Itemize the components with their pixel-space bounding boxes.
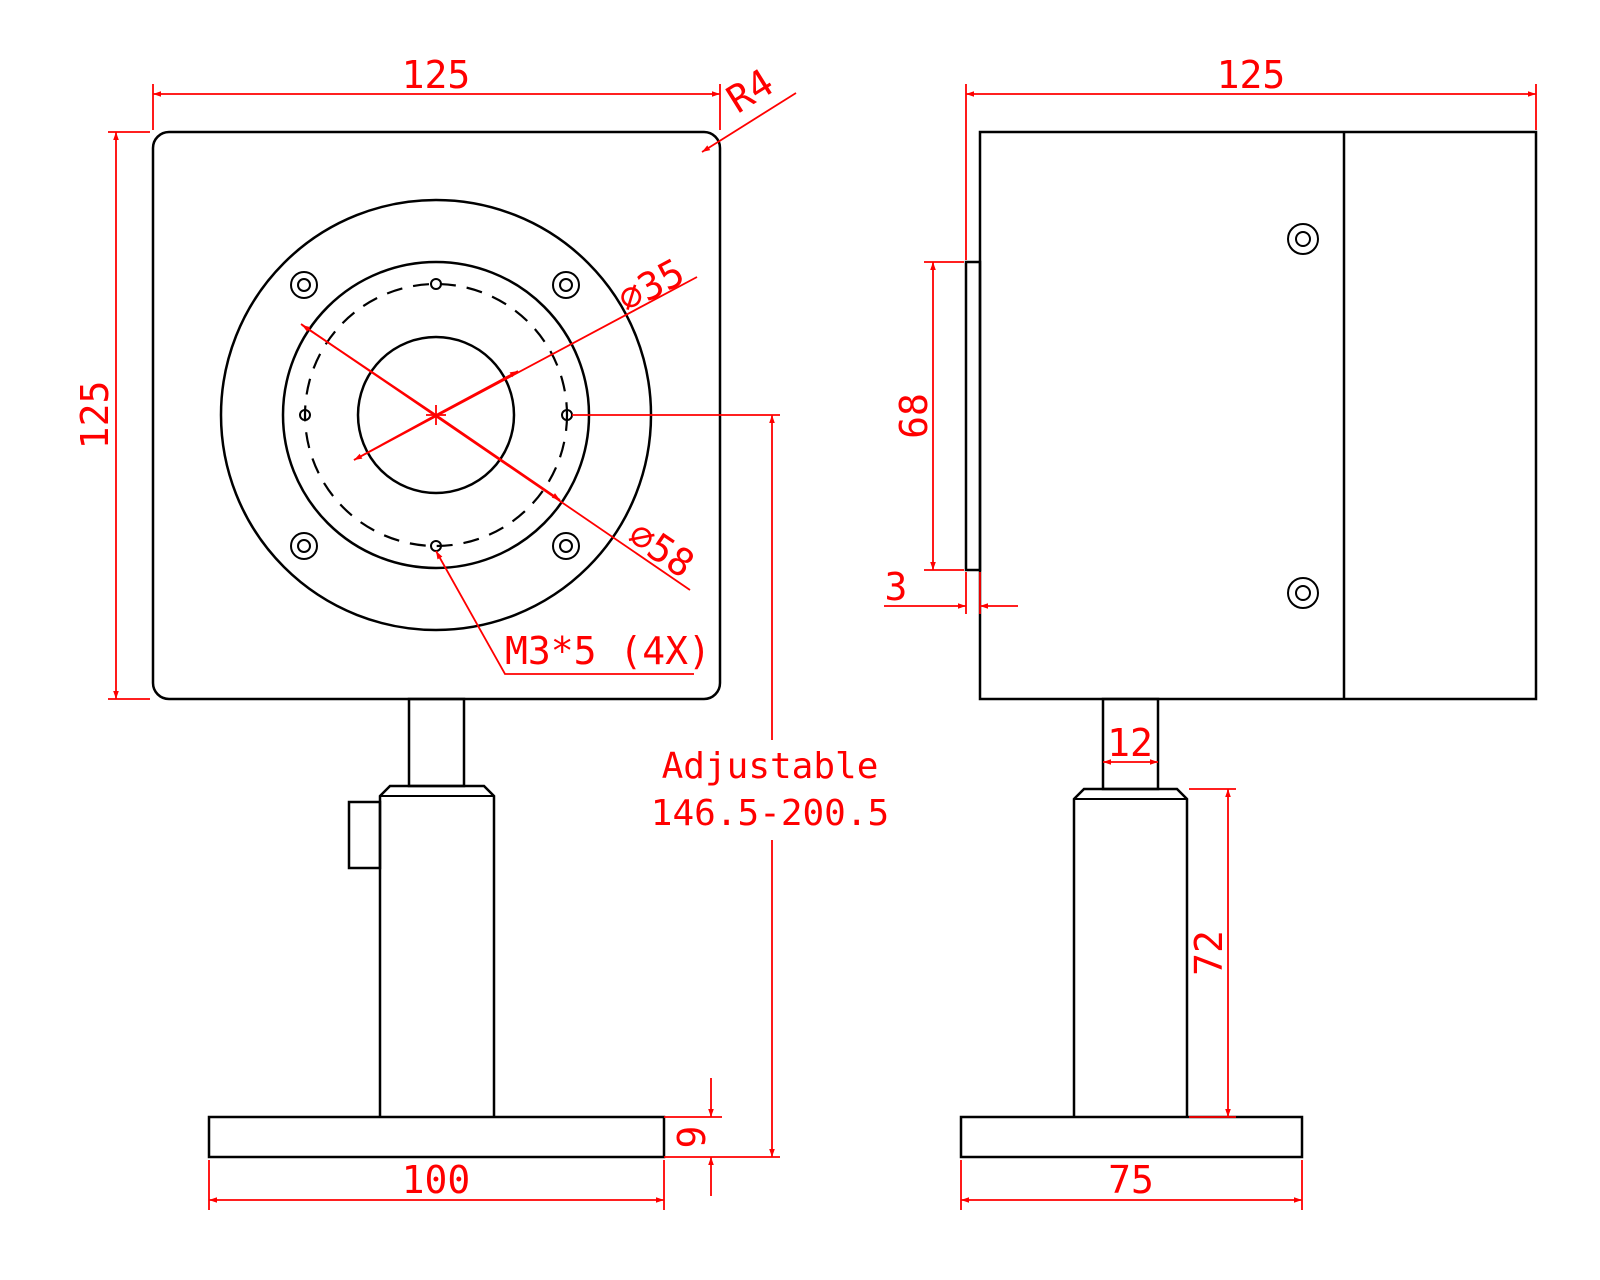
side-body <box>978 130 1538 701</box>
outer-diameter-label: ⌀58 <box>621 512 703 587</box>
front-aperture <box>356 335 516 495</box>
side-post-holder <box>1072 787 1189 1117</box>
side-plate-thickness-label: 3 <box>885 565 908 609</box>
front-post <box>407 697 466 788</box>
side-screw-bottom <box>1287 577 1319 609</box>
side-base <box>959 1115 1304 1159</box>
thread-callout: M3*5 (4X) <box>505 629 711 673</box>
base-thickness-label: 9 <box>670 1126 714 1149</box>
adjustable-range-label: 146.5-200.5 <box>651 793 889 834</box>
corner-radius-label: R4 <box>719 60 781 122</box>
front-height-dimension: 125 <box>73 381 117 450</box>
front-screw-top-right <box>552 271 580 299</box>
aperture-center-mark <box>426 405 446 425</box>
side-dimensions: 125 68 3 12 72 75 <box>884 53 1537 1210</box>
side-post-diameter-label: 12 <box>1107 721 1153 765</box>
front-base <box>207 1115 666 1159</box>
front-post-holder <box>378 784 496 1117</box>
side-front-plate <box>964 260 982 572</box>
front-base-width-label: 100 <box>402 1158 471 1202</box>
side-width-dimension: 125 <box>1217 53 1286 97</box>
side-screw-top <box>1287 223 1319 255</box>
front-bolt-circle <box>303 282 569 548</box>
front-dimensions: 125 125 R4 ⌀35 ⌀58 M3*5 (4X) Adjustable … <box>73 53 900 1210</box>
front-screw-top-left <box>290 271 318 299</box>
front-tapped-hole-top <box>430 278 442 290</box>
front-width-dimension: 125 <box>402 53 471 97</box>
side-view <box>959 130 1538 1159</box>
front-screw-bottom-left <box>290 532 318 560</box>
front-view <box>151 130 722 1159</box>
side-plate-height-label: 68 <box>892 393 936 439</box>
front-screw-bottom-right <box>552 532 580 560</box>
front-thumbscrew <box>347 800 382 870</box>
side-post-height-label: 72 <box>1187 930 1231 976</box>
front-tapped-hole-left <box>299 409 311 421</box>
side-base-width-label: 75 <box>1108 1158 1154 1202</box>
adjustable-label: Adjustable <box>662 746 879 787</box>
